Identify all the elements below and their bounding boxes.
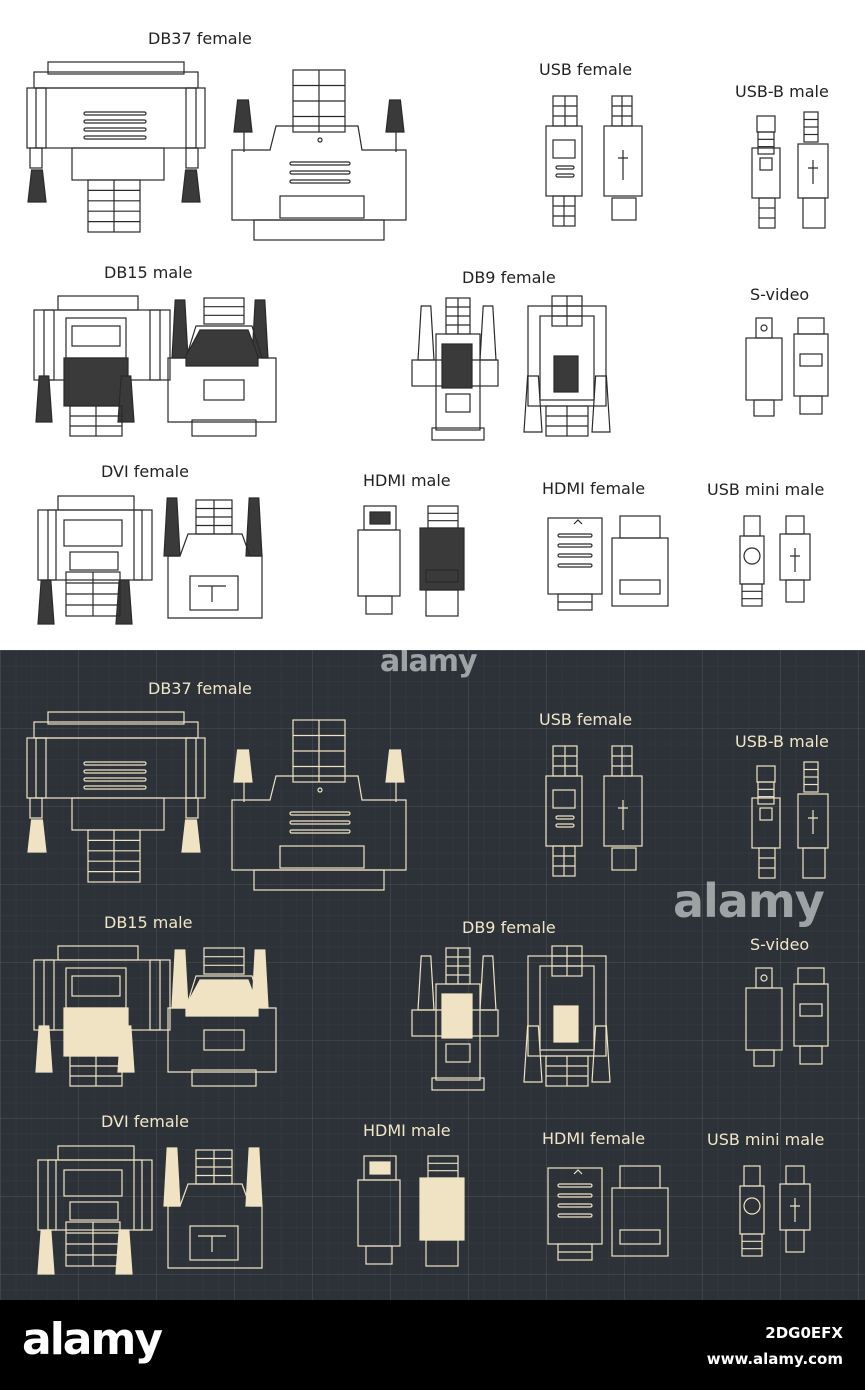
label-db9-female: DB9 female (462, 268, 556, 287)
label-usb-b-male: USB-B male (735, 82, 829, 101)
image-id: 2DG0EFX (765, 1324, 843, 1342)
label-s-video: S-video (750, 935, 810, 954)
db9-back-drawing (523, 945, 611, 1087)
watermark-center: alamy (673, 874, 825, 928)
usb-mini-male-drawing (739, 515, 811, 607)
stock-footer-bar: alamy 2DG0EFX www.alamy.com (0, 1300, 865, 1390)
label-db9-female: DB9 female (462, 918, 556, 937)
db15-front-drawing (33, 295, 171, 437)
db15-front-drawing (33, 945, 171, 1087)
connector-drawings-dark (26, 711, 829, 1275)
label-hdmi-female: HDMI female (542, 479, 646, 498)
site-url: www.alamy.com (706, 1350, 843, 1368)
s-video-drawing (745, 967, 829, 1067)
label-db15-male: DB15 male (104, 913, 193, 932)
dvi-front-drawing (37, 1145, 153, 1275)
alamy-logo: alamy (22, 1314, 163, 1365)
dvi-front-drawing (37, 495, 153, 625)
dvi-back-drawing (163, 497, 263, 619)
label-usb-female: USB female (539, 710, 633, 729)
label-hdmi-male: HDMI male (363, 471, 451, 490)
label-usb-mini-male: USB mini male (707, 1130, 825, 1149)
light-blueprint-panel: DB37 female USB female USB-B male DB15 m… (0, 0, 865, 650)
db37-front-drawing (26, 61, 206, 233)
label-usb-mini-male: USB mini male (707, 480, 825, 499)
db9-front-drawing (411, 297, 499, 441)
db15-back-drawing (167, 947, 277, 1087)
db15-back-drawing (167, 297, 277, 437)
label-db15-male: DB15 male (104, 263, 193, 282)
db37-back-drawing (231, 69, 407, 241)
usb-b-male-drawing (751, 111, 829, 229)
db9-front-drawing (411, 947, 499, 1091)
label-db37-female: DB37 female (148, 29, 252, 48)
hdmi-female-drawing (547, 515, 669, 611)
dark-blueprint-panel: DB37 female USB female USB-B male DB15 m… (0, 644, 865, 1300)
label-usb-b-male: USB-B male (735, 732, 829, 751)
label-db37-female: DB37 female (148, 679, 252, 698)
s-video-drawing (745, 317, 829, 417)
usb-b-male-drawing (751, 761, 829, 879)
usb-mini-male-drawing (739, 1165, 811, 1257)
usb-female-drawing (545, 95, 643, 227)
hdmi-male-drawing (357, 505, 465, 617)
dvi-back-drawing (163, 1147, 263, 1269)
connector-drawings-light (26, 61, 829, 625)
usb-female-drawing (545, 745, 643, 877)
label-hdmi-female: HDMI female (542, 1129, 646, 1148)
label-dvi-female: DVI female (101, 462, 189, 481)
label-usb-female: USB female (539, 60, 633, 79)
label-dvi-female: DVI female (101, 1112, 189, 1131)
db9-back-drawing (523, 295, 611, 437)
watermark-top: alamy (380, 644, 478, 679)
label-hdmi-male: HDMI male (363, 1121, 451, 1140)
hdmi-male-drawing (357, 1155, 465, 1267)
hdmi-female-drawing (547, 1165, 669, 1261)
label-s-video: S-video (750, 285, 810, 304)
db37-back-drawing (231, 719, 407, 891)
db37-front-drawing (26, 711, 206, 883)
